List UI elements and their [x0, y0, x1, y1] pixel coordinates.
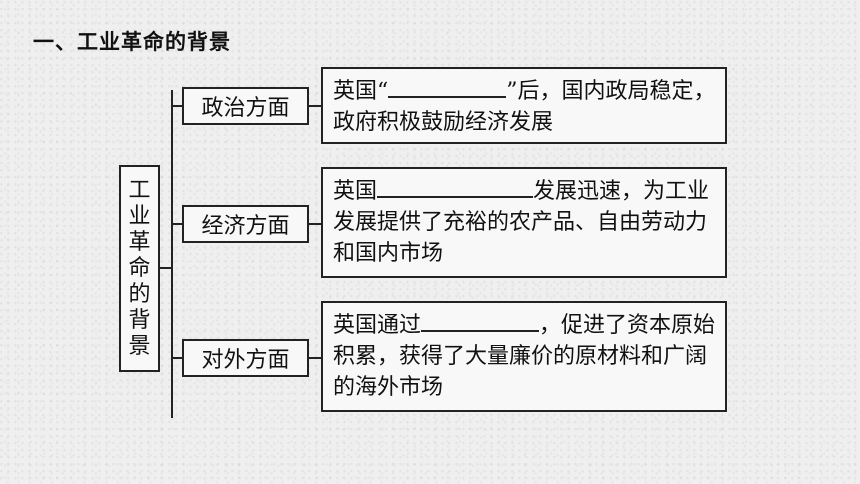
desc-text-before: 英国通过 — [333, 313, 422, 338]
desc-text-before: 英国“ — [333, 79, 389, 104]
section-heading: 一、工业革命的背景 — [33, 30, 231, 54]
fill-in-blank[interactable] — [421, 306, 540, 332]
root-char: 景 — [128, 333, 151, 359]
root-char: 工 — [128, 177, 151, 203]
desc-text-after: 发展迅速，为工业发展提供了充裕的农产品、自由劳动力和国内市场 — [333, 179, 710, 266]
root-char: 业 — [128, 203, 151, 229]
root-char: 命 — [128, 255, 151, 281]
desc-text-after: ，促进了资本原始积累，获得了大量廉价的原材料和广阔的海外市场 — [333, 313, 716, 400]
root-char: 革 — [128, 229, 151, 255]
branch-label-politics: 政治方面 — [182, 87, 309, 125]
branch-label-economy: 经济方面 — [182, 205, 309, 243]
branch-desc-foreign: 英国通过，促进了资本原始积累，获得了大量廉价的原材料和广阔的海外市场 — [321, 301, 727, 412]
desc-text-after: ”后，国内政局稳定，政府积极鼓励经济发展 — [333, 79, 716, 135]
branch-label-foreign: 对外方面 — [182, 339, 309, 377]
branch-desc-economy: 英国发展迅速，为工业发展提供了充裕的农产品、自由劳动力和国内市场 — [321, 167, 727, 278]
fill-in-blank[interactable] — [377, 172, 534, 198]
root-char: 的 — [128, 281, 151, 307]
fill-in-blank[interactable] — [388, 72, 507, 98]
root-char: 背 — [128, 307, 151, 333]
branch-desc-politics: 英国“”后，国内政局稳定，政府积极鼓励经济发展 — [321, 67, 727, 144]
desc-text-before: 英国 — [333, 179, 378, 204]
root-node: 工 业 革 命 的 背 景 — [119, 165, 160, 372]
